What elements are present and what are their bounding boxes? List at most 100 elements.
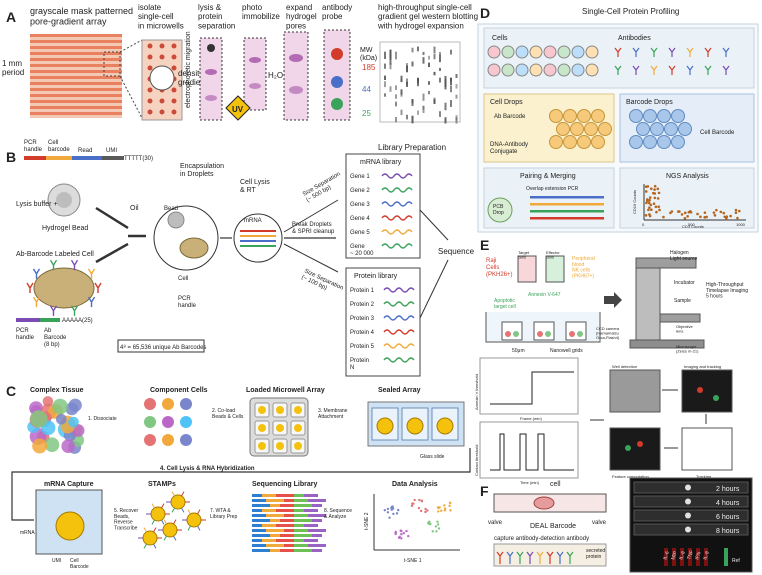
microwell-dot	[171, 43, 177, 49]
tsne-point	[407, 534, 410, 538]
stamp-strand	[161, 503, 165, 509]
tissue-cell	[32, 438, 48, 454]
blot-band	[439, 77, 441, 83]
blot-band	[411, 115, 414, 124]
microwell-dot	[147, 54, 153, 60]
blot-band	[384, 75, 386, 81]
cytokine-label: IL-8	[678, 550, 687, 560]
ngs-point	[683, 211, 687, 215]
profiling-cell	[529, 45, 543, 59]
bead-small-label: Bead	[164, 206, 178, 212]
sealed-bead	[376, 417, 394, 435]
seq-fragment	[294, 549, 312, 552]
blot-band	[389, 59, 392, 65]
droplet	[153, 205, 219, 271]
ngs-label: NGS Analysis	[666, 173, 709, 180]
tsne-point	[395, 512, 399, 515]
cell-label: cell	[550, 481, 561, 488]
tsne-point	[417, 506, 421, 510]
cell-drop	[577, 109, 591, 123]
ngs-x-tick-2: 1000	[736, 222, 746, 227]
nanowell-label: Nanowell grids	[550, 348, 583, 354]
tsne-point	[437, 510, 440, 513]
component-cell	[162, 416, 174, 428]
capture-label: capture antibody-detection antibody	[494, 536, 589, 542]
blot-band	[422, 93, 425, 101]
ngs-point	[662, 215, 665, 219]
barcode-drop	[643, 109, 657, 123]
seq-fragment	[284, 499, 294, 502]
tsne-point	[437, 506, 440, 510]
seq-fragment	[262, 524, 276, 527]
flow-arrow	[11, 448, 471, 521]
panel-c: C Complex Tissue Component Cells Loaded …	[6, 383, 471, 570]
tsne-point	[449, 509, 452, 512]
umi-tag: UMI	[52, 558, 61, 564]
seq-fragment	[252, 504, 270, 507]
seq-fragment	[266, 499, 284, 502]
ngs-point	[678, 210, 681, 213]
panel-c-letter: C	[6, 383, 16, 399]
incubator-label: Incubator	[674, 280, 695, 286]
microwell-dot	[147, 98, 153, 104]
microwell-dot	[159, 109, 165, 115]
nanowell	[565, 321, 587, 341]
blot-band	[400, 89, 403, 95]
ngs-point	[724, 217, 728, 221]
barcode-drop	[650, 122, 664, 136]
profiling-cell	[487, 63, 501, 77]
blot-band	[384, 93, 386, 97]
component-cell	[180, 416, 192, 428]
expanded-lane	[283, 31, 309, 121]
seq-fragment	[308, 529, 326, 532]
tsne-point	[390, 505, 394, 509]
to-microscope-arrow	[604, 292, 622, 308]
seq-fragment	[252, 524, 262, 527]
photo-lane	[243, 37, 267, 111]
ngs-point	[644, 214, 648, 217]
tsne-point	[400, 532, 403, 536]
c-title-mrna: mRNA Capture	[44, 481, 94, 488]
tsne-point	[436, 520, 439, 523]
seq-fragment	[304, 494, 318, 497]
seq-fragment	[294, 514, 308, 517]
seq-fragment	[284, 544, 294, 547]
blot-band	[395, 116, 397, 123]
cytokine-label: IL-6	[662, 550, 671, 560]
blot-band	[428, 55, 430, 60]
nanowell	[533, 321, 555, 341]
stamp-strand	[161, 519, 165, 525]
antibody-mark	[94, 282, 102, 293]
microwell-dot	[147, 65, 153, 71]
time-cell	[685, 526, 691, 533]
cell-drop	[577, 135, 591, 149]
ngs-point	[656, 197, 660, 200]
tsne-point	[424, 510, 427, 514]
ref-bar	[724, 548, 728, 566]
gene-wave	[381, 229, 413, 235]
barcode-drop	[643, 135, 657, 149]
blot-band	[455, 94, 458, 99]
gene-label: Gene 3	[350, 202, 370, 208]
d-cell-population	[487, 45, 599, 77]
d-title: Single-Cell Protein Profiling	[582, 7, 679, 16]
poly-a-label: AAAAA(25)	[62, 318, 93, 324]
well-detection-label: Well detection	[612, 364, 637, 369]
nanowell-effector	[545, 331, 551, 337]
gene-label: Gene~ 20 000	[350, 244, 374, 257]
tsne-point	[443, 507, 447, 510]
microwell-grid	[254, 402, 306, 454]
nanowell-effector	[513, 331, 519, 337]
antibody-marks	[26, 259, 102, 316]
profiling-antibody	[668, 65, 676, 75]
blot-band	[433, 97, 436, 104]
glass-slide-label: Glass slide	[420, 454, 445, 460]
ngs-point	[725, 215, 729, 219]
tsne-point	[388, 516, 391, 519]
stamp-strand	[187, 509, 191, 515]
